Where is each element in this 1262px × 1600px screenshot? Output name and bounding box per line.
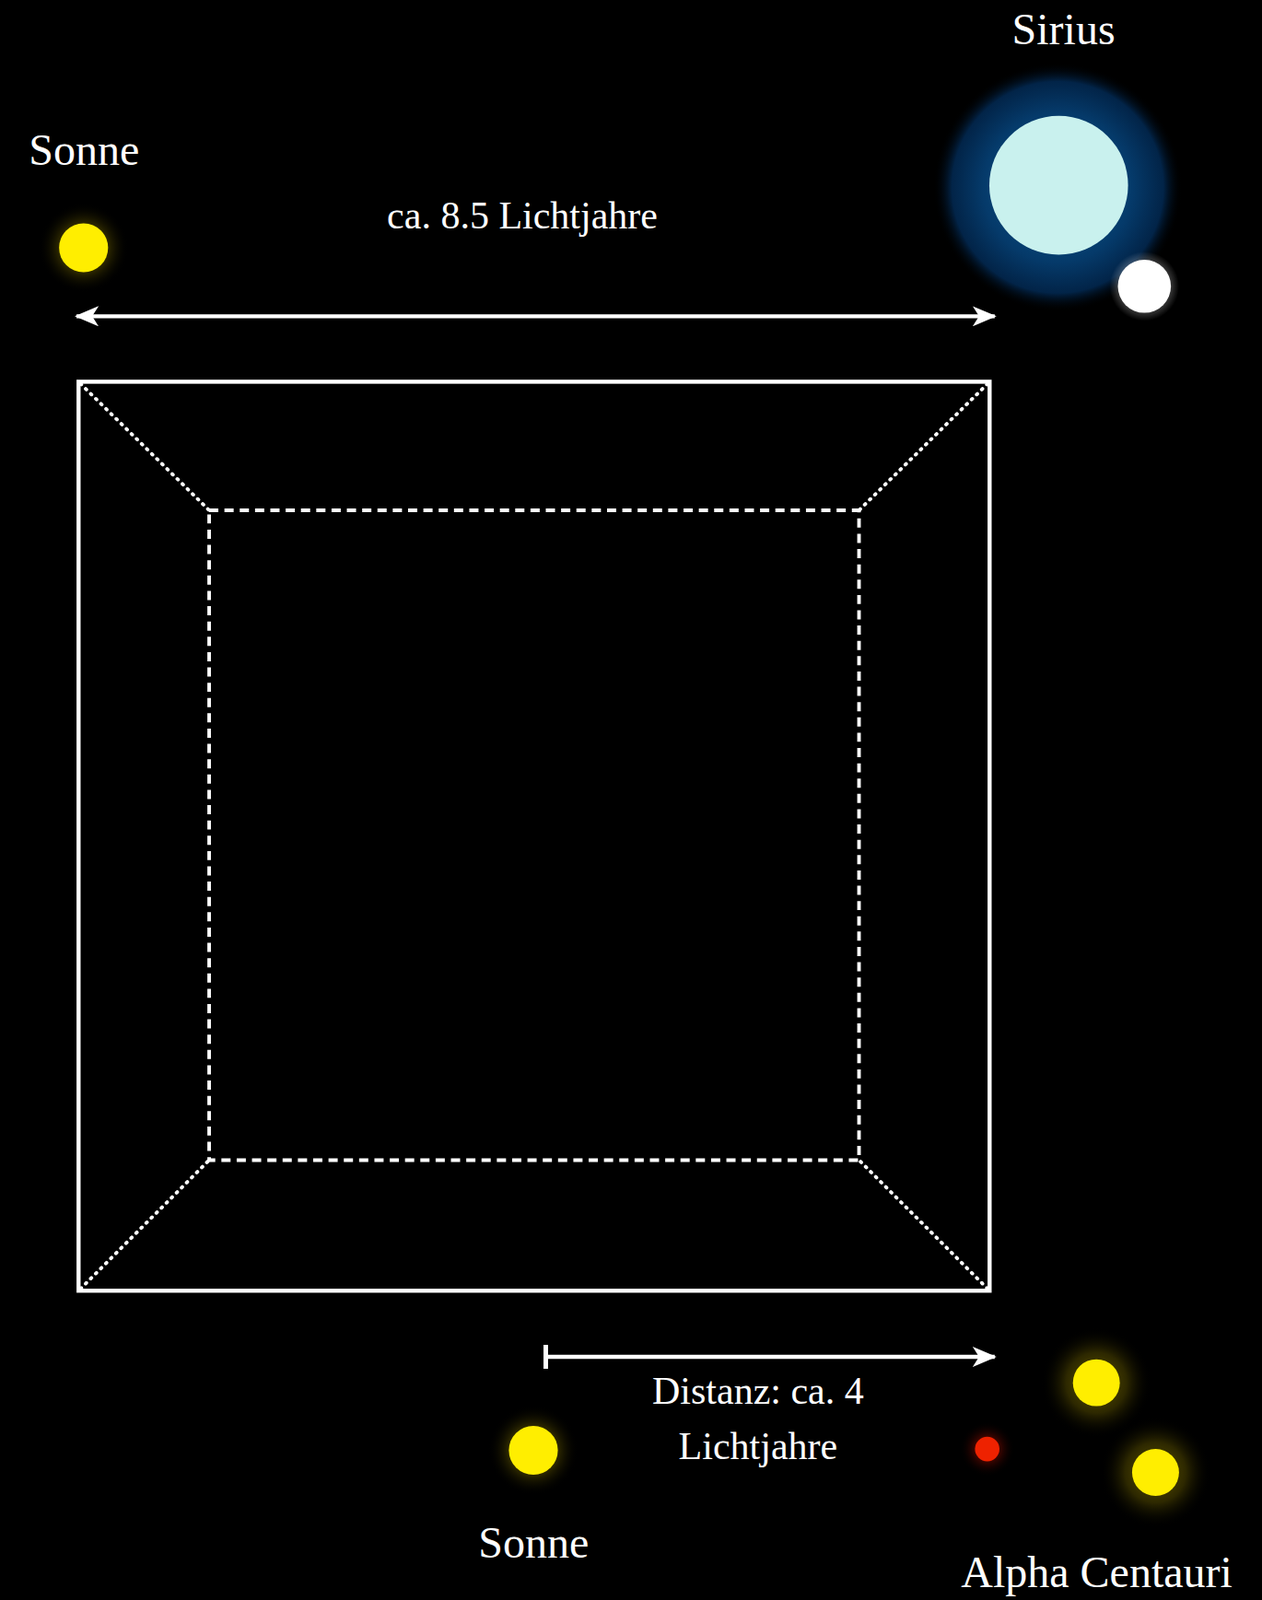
star-disc bbox=[989, 116, 1129, 256]
star-disc bbox=[38, 202, 129, 293]
star-disc bbox=[959, 1421, 1016, 1477]
star-disc bbox=[509, 1425, 559, 1475]
star-name: Sonne bbox=[478, 1517, 589, 1568]
star-disc bbox=[975, 1436, 1001, 1461]
star-label-row: Sonne bbox=[10, 124, 159, 176]
cube-front-face bbox=[78, 381, 990, 1291]
distance-label-box: Distanz: ca. 4 Lichtjahre bbox=[615, 1363, 901, 1474]
distance-arrow bbox=[546, 1355, 995, 1359]
distance-label: Distanz: ca. 4 Lichtjahre bbox=[652, 1369, 865, 1468]
cube-edge bbox=[80, 1159, 210, 1289]
star-disc bbox=[1073, 1358, 1121, 1406]
star-name: Alpha Centauri bbox=[960, 1546, 1233, 1598]
distance-arrow bbox=[76, 314, 995, 318]
star-disc bbox=[1118, 259, 1172, 314]
star-disc bbox=[1110, 252, 1180, 322]
cube-back-face bbox=[209, 510, 859, 1160]
distance-label-box: ca. 8.5 Lichtjahre bbox=[379, 187, 666, 244]
star-name: Sirius bbox=[1012, 3, 1116, 55]
star-label-row: Alpha Centauri bbox=[933, 1546, 1260, 1598]
star-node: Sonne bbox=[10, 124, 159, 288]
star-node: Alpha Centauri bbox=[933, 1324, 1260, 1599]
star-disc bbox=[1100, 1416, 1212, 1528]
distance-label: ca. 8.5 Lichtjahre bbox=[386, 194, 658, 237]
star-disc bbox=[1132, 1448, 1180, 1496]
star-node: Sirius bbox=[923, 3, 1204, 326]
star-label-row: Sonne bbox=[472, 1517, 595, 1568]
cube-edge bbox=[859, 384, 989, 511]
star-disc bbox=[488, 1405, 578, 1496]
star-node: Sonne bbox=[472, 1407, 595, 1568]
cube-edges bbox=[80, 384, 988, 1289]
star-disc bbox=[58, 223, 108, 273]
star-name: Sonne bbox=[28, 124, 140, 176]
star-disc bbox=[1041, 1327, 1153, 1438]
cube-edge bbox=[859, 1159, 989, 1289]
cube-edge bbox=[80, 384, 210, 511]
star-label-row: Sirius bbox=[923, 3, 1204, 55]
